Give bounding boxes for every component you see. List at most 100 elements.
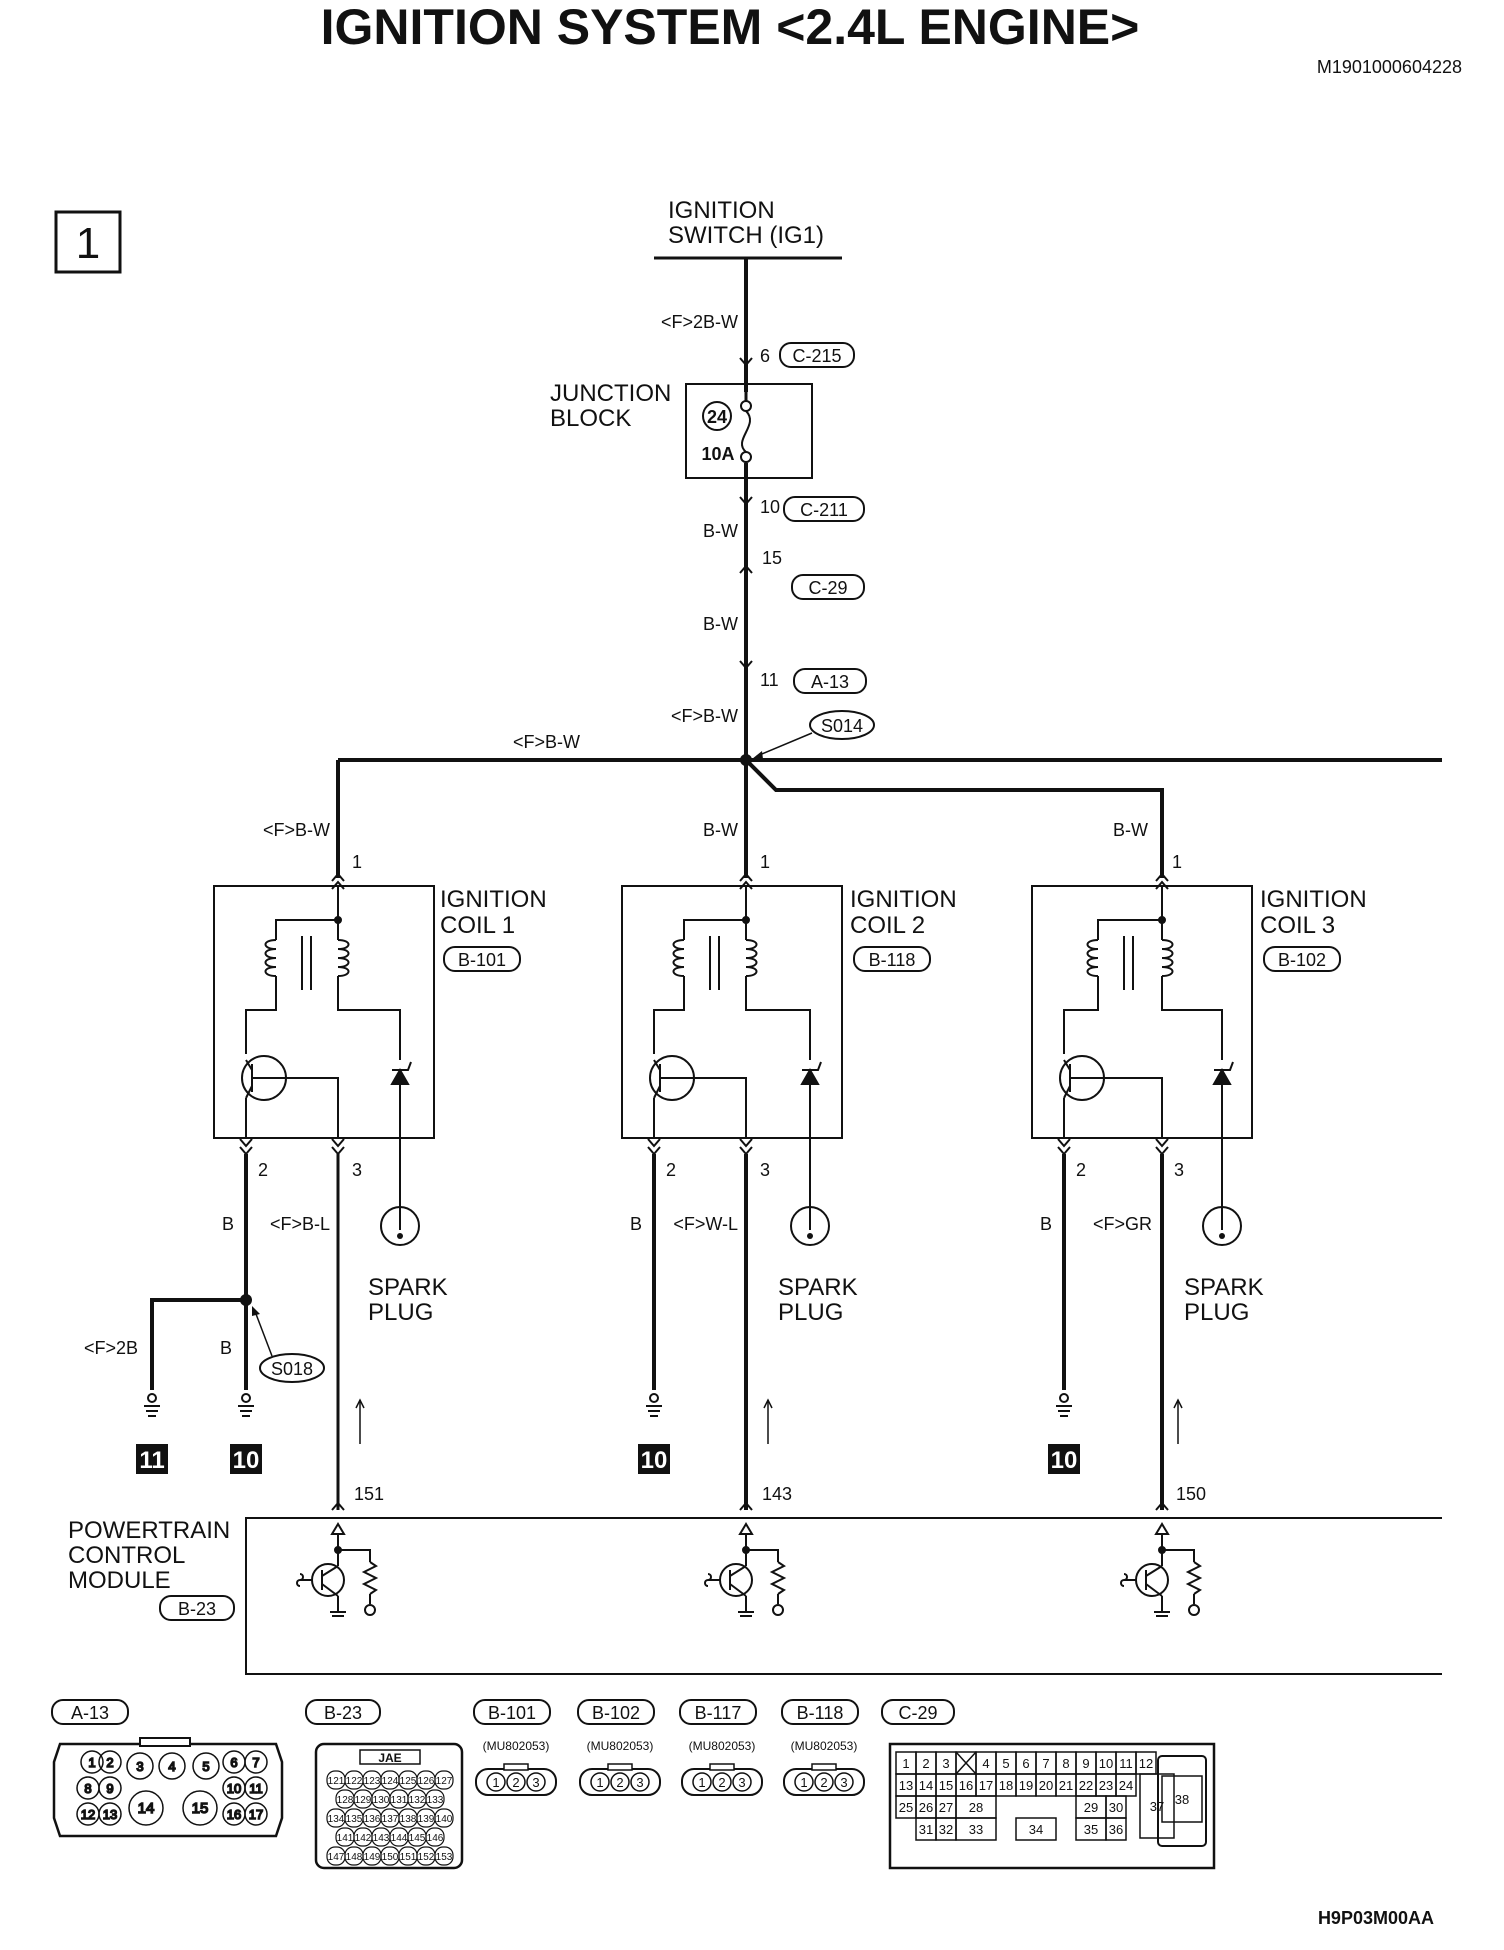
coil1-spark-plug-label-1: SPARK xyxy=(368,1274,448,1301)
svg-text:10: 10 xyxy=(641,1447,668,1474)
page-number-box xyxy=(54,210,122,274)
connector-b23-pin-label-133: 133 xyxy=(427,1795,444,1806)
svg-text:10: 10 xyxy=(233,1447,260,1474)
connector-c29-pin-label-36: 36 xyxy=(1109,1822,1123,1837)
connector-a13-pin-9 xyxy=(98,1776,122,1800)
connector-a13-pin-label-17: 17 xyxy=(249,1807,263,1822)
connector-b23-pin-label-136: 136 xyxy=(364,1814,381,1825)
connector-c29-pin-label-3: 3 xyxy=(942,1756,949,1771)
connector-c29-pin-label-25: 25 xyxy=(899,1800,913,1815)
connector-a13-pin-label-11: 11 xyxy=(249,1781,263,1796)
connector-c29-pin-label-16: 16 xyxy=(959,1778,973,1793)
connector-a13-pin-2 xyxy=(98,1750,122,1774)
connector-a13-pin-label-1: 1 xyxy=(88,1755,95,1770)
connector-b23-pin-label-143: 143 xyxy=(373,1833,390,1844)
connector-b23-pin-146 xyxy=(425,1827,445,1847)
connector-c29-pin-label-6: 6 xyxy=(1022,1756,1029,1771)
connector-b23-pin-label-131: 131 xyxy=(391,1795,408,1806)
coil3-input-wire-color: B-W xyxy=(1113,820,1148,840)
connector-tag-c29: C-29 xyxy=(791,574,865,600)
coil2-signal-wire-color: <F>W-L xyxy=(673,1214,738,1234)
connector-b23-pin-label-125: 125 xyxy=(400,1776,417,1787)
coil3-ground-wire-color: B xyxy=(1040,1214,1052,1234)
connector-c29-pin-label-20: 20 xyxy=(1039,1778,1053,1793)
connector-b117-pin-2 xyxy=(712,1772,732,1792)
coil1-pin1: 1 xyxy=(352,852,362,872)
connector-c29-pin-label-7: 7 xyxy=(1042,1756,1049,1771)
connector-b23-pin-label-152: 152 xyxy=(418,1852,435,1863)
connector-b118-pin-3 xyxy=(834,1772,854,1792)
connector-c29-pin-label-13: 13 xyxy=(899,1778,913,1793)
connector-c29-pin-label-28: 28 xyxy=(969,1800,983,1815)
connector-b101-pin-3 xyxy=(526,1772,546,1792)
splice-tag-s014: S014 xyxy=(752,710,875,759)
svg-text:C-215: C-215 xyxy=(792,346,841,366)
connector-b117-pin-label-2: 2 xyxy=(718,1775,725,1790)
connector-c29-pin-label-22: 22 xyxy=(1079,1778,1093,1793)
connector-b23-pin-label-124: 124 xyxy=(382,1776,399,1787)
svg-text:11: 11 xyxy=(139,1447,164,1474)
connector-b117-pin-1 xyxy=(692,1772,712,1792)
coil1-box xyxy=(213,885,435,1139)
connector-c29-pin-label-5: 5 xyxy=(1002,1756,1009,1771)
connector-b102-pin-label-2: 2 xyxy=(616,1775,623,1790)
connector-b23-pin-133 xyxy=(425,1789,445,1809)
connector-a13-pin-label-14: 14 xyxy=(138,1800,155,1817)
ground-right-wire-color: B xyxy=(220,1338,232,1358)
coil3-spark-plug: SPARK PLUG xyxy=(1184,1206,1264,1326)
connector-c29-pin-label-33: 33 xyxy=(969,1822,983,1837)
connector-a13-pin-7 xyxy=(244,1750,268,1774)
pcm-pin-143: 143 xyxy=(762,1484,792,1504)
connector-b118-pin-label-1: 1 xyxy=(800,1775,807,1790)
footer-code: H9P03M00AA xyxy=(1318,1908,1434,1928)
coil3-pin3: 3 xyxy=(1174,1160,1184,1180)
connector-b102-label: B-102 xyxy=(592,1703,640,1723)
connector-b23-pin-153 xyxy=(434,1846,454,1866)
connector-b23-pin-label-132: 132 xyxy=(409,1795,426,1806)
connector-tag-c211: C-211 xyxy=(783,496,865,522)
coil1-name-1: IGNITION xyxy=(440,886,547,913)
connector-tag-c215: C-215 xyxy=(779,342,855,368)
connector-b23-pin-label-147: 147 xyxy=(328,1852,345,1863)
ground-tag-2: 10 xyxy=(230,1444,262,1474)
coil2-box xyxy=(621,885,843,1139)
connector-b117-pin-label-1: 1 xyxy=(698,1775,705,1790)
connector-c29-pin-label-23: 23 xyxy=(1099,1778,1113,1793)
pcm-pin-150: 150 xyxy=(1176,1484,1206,1504)
connector-a13-pin-label-5: 5 xyxy=(202,1759,209,1774)
connector-b117-pin-3 xyxy=(732,1772,752,1792)
connector-tag-a13: A-13 xyxy=(793,668,867,694)
connector-a13-pin-15 xyxy=(182,1790,218,1826)
connector-a13-pin-label-15: 15 xyxy=(192,1800,209,1817)
coil1-internal-circuit xyxy=(241,886,412,1210)
coil1-pin3: 3 xyxy=(352,1160,362,1180)
wire-color-bw-2: B-W xyxy=(703,614,738,634)
connector-b23-pin-label-128: 128 xyxy=(337,1795,354,1806)
connector-c29-pin-label-21: 21 xyxy=(1059,1778,1073,1793)
pcm-driver-2 xyxy=(704,1523,785,1617)
ignition-coil-2: B-W 1 IGNITION COIL 2 B-118 xyxy=(621,760,957,1511)
connector-b102-pin-1 xyxy=(590,1772,610,1792)
connector-b118-pin-1 xyxy=(794,1772,814,1792)
connector-c29-pin-label-2: 2 xyxy=(922,1756,929,1771)
connector-c29-pin-label-24: 24 xyxy=(1119,1778,1133,1793)
ground-tag-4: 10 xyxy=(1048,1444,1080,1474)
connector-c29-pin-label-26: 26 xyxy=(919,1800,933,1815)
coil3-name-2: COIL 3 xyxy=(1260,912,1335,939)
connector-b23-pin-label-121: 121 xyxy=(328,1776,345,1787)
connector-b23-pin-label-129: 129 xyxy=(355,1795,372,1806)
connector-b23-maker: JAE xyxy=(378,1751,401,1765)
connector-c29-pin-label-34: 34 xyxy=(1029,1822,1043,1837)
wire-color-splice-feed: <F>B-W xyxy=(671,706,738,726)
connector-a13-pin-17 xyxy=(244,1802,268,1826)
coil2-pin2: 2 xyxy=(666,1160,676,1180)
connector-b102-pin-label-3: 3 xyxy=(636,1775,643,1790)
ground-tag-3: 10 xyxy=(638,1444,670,1474)
pin-a13: 11 xyxy=(760,670,779,690)
connector-c29-pin-label-1: 1 xyxy=(902,1756,909,1771)
connector-c29-pin-label-14: 14 xyxy=(919,1778,933,1793)
connector-b101-pin-label-1: 1 xyxy=(492,1775,499,1790)
